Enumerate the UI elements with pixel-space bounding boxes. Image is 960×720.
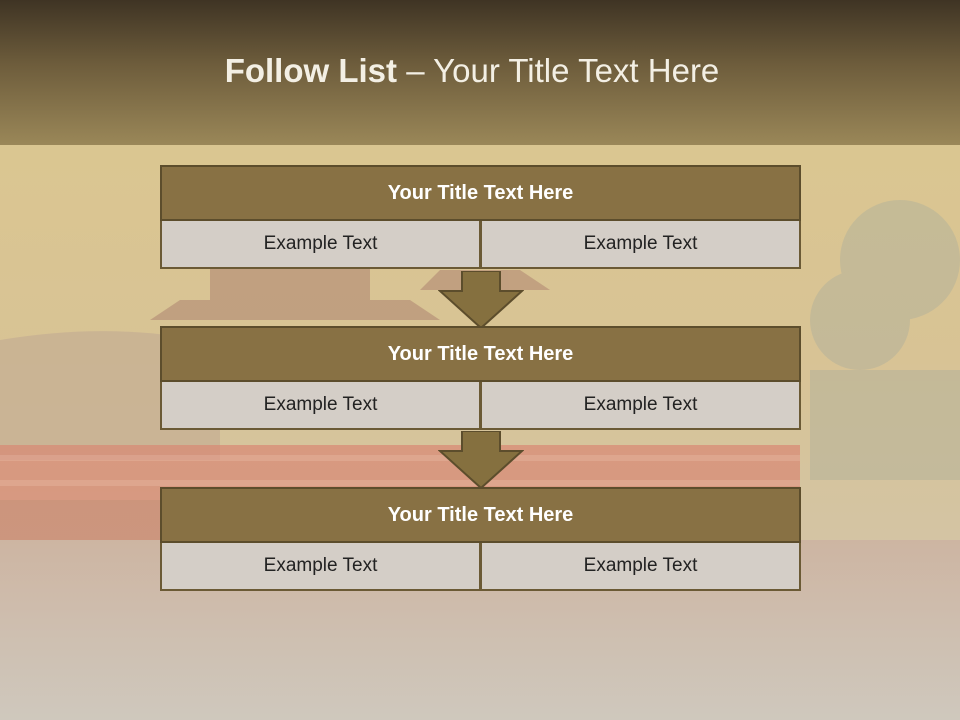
step-title: Your Title Text Here — [160, 487, 801, 543]
step-cell-right: Example Text — [481, 382, 801, 430]
step-cell-left: Example Text — [160, 543, 481, 591]
step-row: Example Text Example Text — [160, 543, 801, 591]
slide-header — [0, 0, 960, 145]
step-box-2: Your Title Text Here Example Text Exampl… — [160, 326, 801, 430]
title-bold: Follow List — [224, 52, 398, 89]
page-title: Follow List – Your Title Text Here — [0, 52, 944, 90]
step-cell-right: Example Text — [481, 221, 801, 269]
step-box-3: Your Title Text Here Example Text Exampl… — [160, 487, 801, 591]
step-cell-left: Example Text — [160, 221, 481, 269]
step-box-1: Your Title Text Here Example Text Exampl… — [160, 165, 801, 269]
down-arrow-icon — [438, 431, 524, 489]
step-cell-right: Example Text — [481, 543, 801, 591]
title-rest: – Your Title Text Here — [397, 52, 720, 89]
step-row: Example Text Example Text — [160, 221, 801, 269]
step-title: Your Title Text Here — [160, 165, 801, 221]
step-title: Your Title Text Here — [160, 326, 801, 382]
step-row: Example Text Example Text — [160, 382, 801, 430]
step-cell-left: Example Text — [160, 382, 481, 430]
down-arrow-icon — [438, 271, 524, 329]
